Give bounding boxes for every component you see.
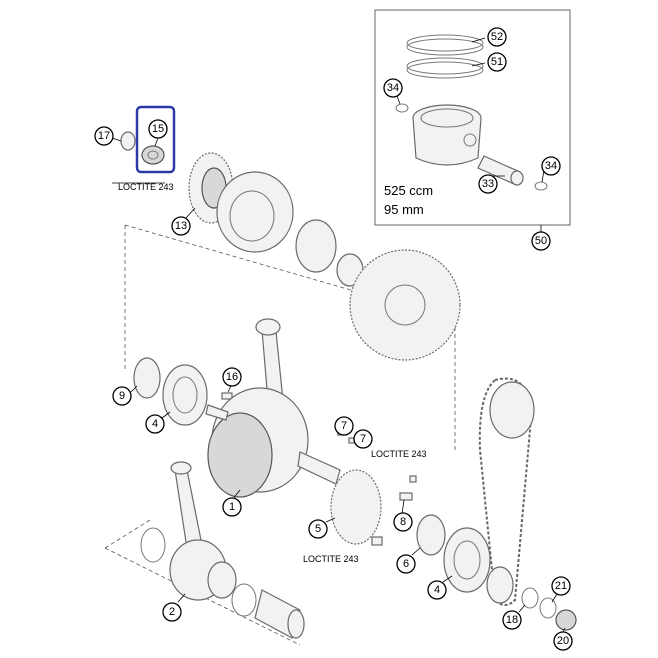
piston-group-frame [374, 9, 571, 226]
bolt-loctite [371, 536, 383, 546]
callout-5: 5 [308, 519, 328, 539]
thrust-washer-a [140, 527, 166, 563]
svg-text:16: 16 [226, 371, 238, 383]
callout-8: 8 [393, 512, 413, 532]
piston-pin [477, 155, 524, 186]
bearing-4-left [162, 364, 208, 426]
callout-16: 16 [222, 367, 242, 387]
svg-text:4: 4 [434, 584, 440, 596]
thrust-washer-b [231, 583, 257, 617]
svg-text:52: 52 [491, 31, 503, 43]
callout-4-left: 4 [145, 414, 165, 434]
nut-20 [555, 609, 577, 631]
callout-6: 6 [396, 554, 416, 574]
seal-6 [416, 514, 446, 556]
callout-4-right: 4 [427, 580, 447, 600]
piston-rings [406, 34, 484, 79]
svg-text:17: 17 [98, 130, 110, 142]
bearing-4-right [443, 527, 491, 593]
svg-text:4: 4 [152, 418, 158, 430]
callout-15: 15 [148, 119, 168, 139]
svg-text:7: 7 [341, 420, 347, 432]
svg-text:1: 1 [229, 501, 235, 513]
callout-17: 17 [94, 126, 114, 146]
callout-7-b: 7 [353, 429, 373, 449]
svg-text:7: 7 [360, 433, 366, 445]
callout-50: 50 [531, 231, 551, 251]
callout-9: 9 [112, 386, 132, 406]
callout-1: 1 [222, 497, 242, 517]
crankshaft [205, 318, 341, 498]
timing-chain [478, 377, 535, 606]
callout-33: 33 [478, 174, 498, 194]
svg-text:8: 8 [400, 516, 406, 528]
gear-5 [330, 469, 382, 545]
seal-9 [133, 357, 161, 399]
svg-text:33: 33 [482, 178, 494, 190]
piston [412, 104, 482, 166]
svg-text:13: 13 [175, 220, 187, 232]
part-15 [141, 145, 165, 165]
svg-text:20: 20 [557, 635, 569, 647]
loctite-label-2: LOCTITE 243 [371, 449, 427, 459]
piston-bore: 95 mm [384, 202, 424, 217]
callout-20: 20 [553, 631, 573, 651]
svg-text:18: 18 [506, 614, 518, 626]
svg-text:34: 34 [387, 82, 399, 94]
piston-pin-clip-left [395, 103, 409, 113]
svg-text:51: 51 [491, 56, 503, 68]
highlight-box-15 [135, 105, 176, 174]
bolt-8 [399, 475, 417, 501]
callout-51: 51 [487, 52, 507, 72]
callout-13: 13 [171, 216, 191, 236]
flywheel-disc [216, 171, 294, 253]
piston-pin-clip-right [534, 181, 548, 191]
freewheel [295, 219, 337, 273]
loctite-label-3: LOCTITE 243 [303, 554, 359, 564]
assembly-dash-lines [124, 224, 456, 450]
washer-18 [521, 587, 539, 609]
callout-18: 18 [502, 610, 522, 630]
svg-text:6: 6 [403, 558, 409, 570]
loctite-label-1: LOCTITE 243 [118, 182, 174, 192]
washer-21 [539, 597, 557, 619]
pin-16 [221, 392, 233, 400]
svg-text:15: 15 [152, 123, 164, 135]
starter-gear [349, 249, 461, 361]
washer-17 [120, 131, 136, 151]
callout-2: 2 [162, 602, 182, 622]
svg-text:9: 9 [119, 390, 125, 402]
svg-text:34: 34 [545, 160, 557, 172]
svg-text:5: 5 [315, 523, 321, 535]
svg-text:50: 50 [535, 235, 547, 247]
svg-text:21: 21 [555, 580, 567, 592]
needle-cage [207, 561, 237, 599]
callout-21: 21 [551, 576, 571, 596]
callout-7-a: 7 [334, 416, 354, 436]
callout-34-right: 34 [541, 156, 561, 176]
callout-34-left: 34 [383, 78, 403, 98]
svg-text:2: 2 [169, 606, 175, 618]
piston-displacement: 525 ccm [384, 183, 433, 198]
leader-lines [111, 37, 566, 633]
callout-52: 52 [487, 27, 507, 47]
crank-pin [254, 589, 305, 639]
